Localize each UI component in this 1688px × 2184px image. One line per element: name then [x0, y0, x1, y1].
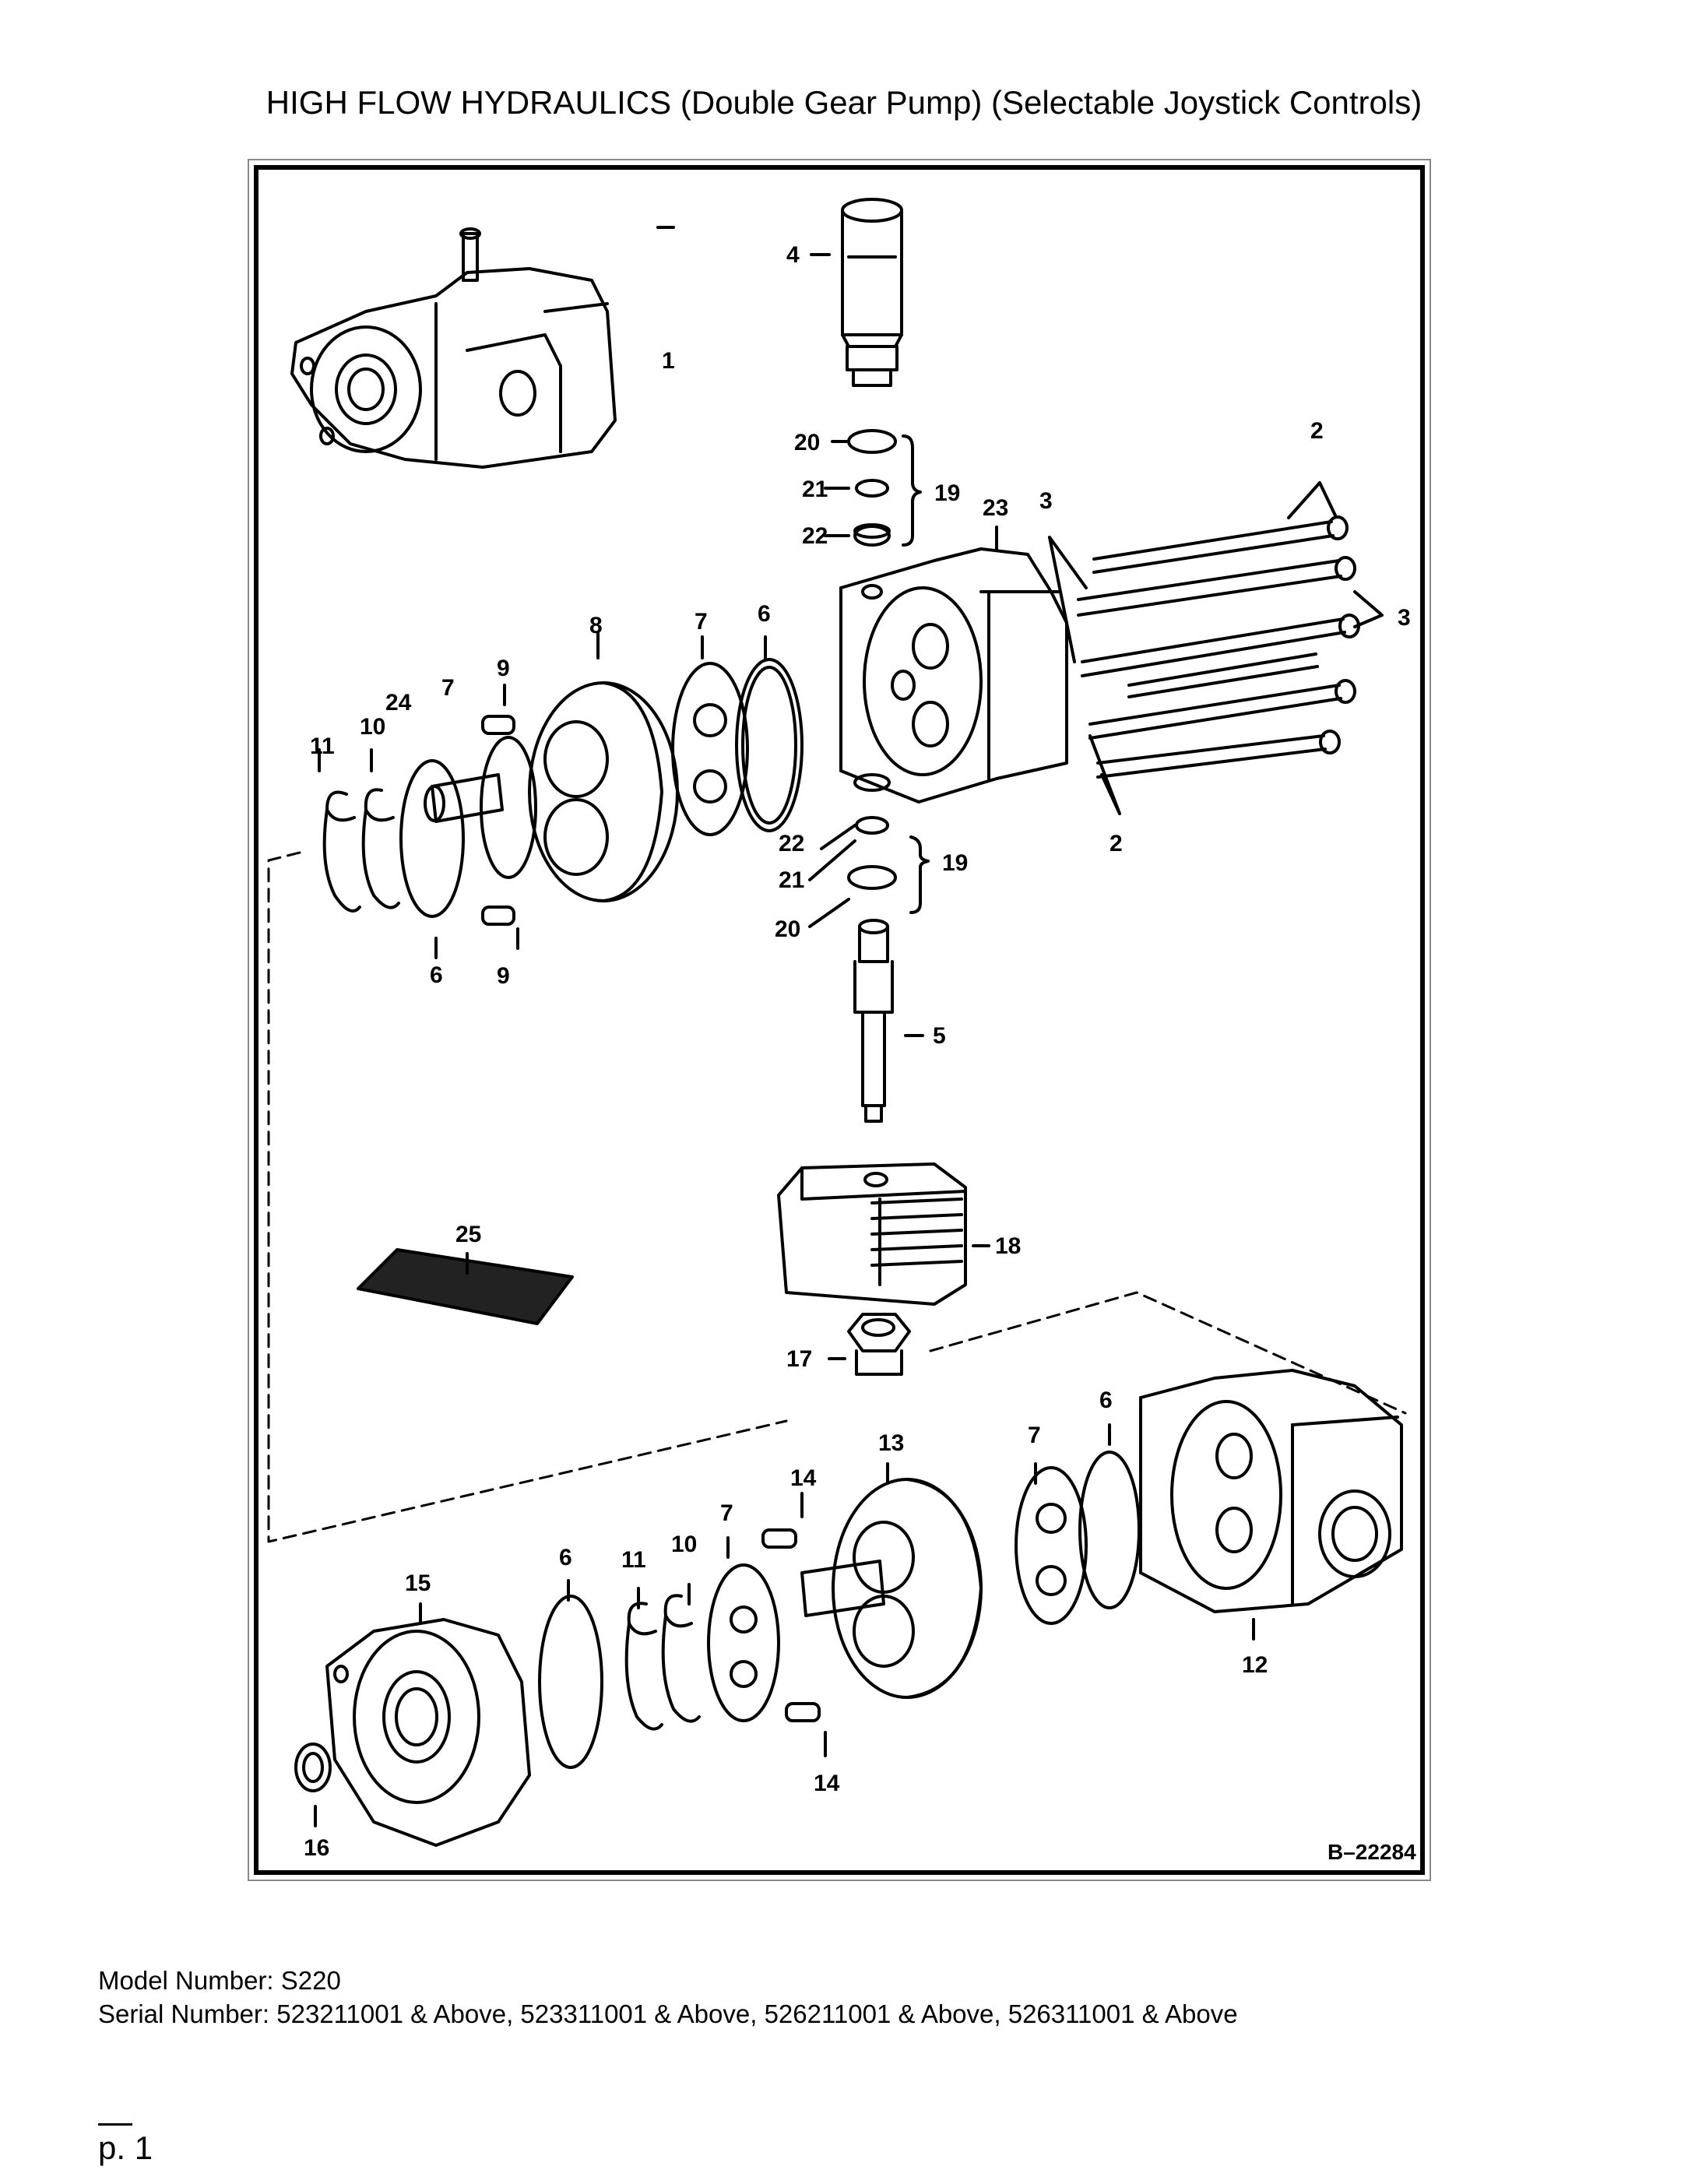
leader-3-left [1048, 536, 1088, 663]
assembled-pump-part-1 [290, 227, 617, 469]
callout-6-front: 6 [430, 962, 443, 988]
callout-21-top: 21 [802, 477, 828, 502]
callout-2-bottom: 2 [1110, 831, 1123, 856]
shaft-part-24 [424, 773, 504, 823]
wear-plate-part-7-lower [480, 736, 537, 879]
callout-18: 18 [995, 1233, 1021, 1259]
callout-11-lower: 11 [621, 1547, 646, 1573]
page-number-rule [98, 2123, 132, 2126]
dowel-pin-part-14-bottom [785, 1702, 821, 1722]
callout-14-top: 14 [790, 1465, 817, 1491]
callout-7-front: 7 [441, 675, 455, 701]
callout-16: 16 [304, 1835, 329, 1861]
seal-part-6-front [399, 759, 465, 918]
nut-part-17 [847, 1313, 911, 1376]
seal-part-11-lower [624, 1602, 663, 1731]
shaft-seal-part-16 [294, 1743, 332, 1792]
dowel-pin-part-14-top [761, 1528, 797, 1549]
dowel-pin-part-9-bottom [481, 906, 515, 926]
callout-6-lower-right: 6 [1099, 1387, 1113, 1413]
diagram-frame-outer [248, 159, 1431, 1881]
callout-5: 5 [933, 1023, 946, 1049]
seal-part-11-upper [322, 790, 361, 913]
callout-11-upper: 11 [310, 733, 335, 759]
dowel-pin-part-9-top [481, 715, 515, 735]
backup-ring-part-22-lower [853, 773, 891, 792]
callout-22-top: 22 [802, 523, 828, 549]
seal-part-6-upper [735, 658, 804, 832]
serial-number: Serial Number: 523211001 & Above, 523311… [98, 1999, 1238, 2028]
bracket-19-top [902, 434, 922, 547]
callout-3-left: 3 [1039, 488, 1053, 514]
seal-part-6-lower-left [538, 1595, 603, 1769]
callout-25: 25 [455, 1222, 481, 1247]
seal-part-6-lower-right [1078, 1451, 1141, 1609]
callout-23: 23 [983, 495, 1008, 521]
o-ring-part-21-lower [855, 816, 889, 835]
callout-1: 1 [662, 348, 675, 374]
callout-19-top: 19 [934, 480, 960, 506]
callout-14-bottom: 14 [814, 1771, 840, 1796]
model-number: Model Number: S220 [98, 1966, 341, 1995]
diagram-frame [254, 165, 1425, 1875]
bolts-parts-2-3 [1077, 515, 1360, 779]
o-ring-part-20-lower [847, 865, 897, 890]
page-title: HIGH FLOW HYDRAULICS (Double Gear Pump) … [266, 84, 1422, 121]
callout-2-top: 2 [1310, 418, 1324, 444]
decal-part-25 [357, 1248, 574, 1325]
solenoid-stem-part-5 [853, 919, 894, 1123]
callout-6-lower-left: 6 [559, 1545, 572, 1570]
callout-10-upper: 10 [360, 714, 385, 740]
callout-17: 17 [786, 1346, 812, 1372]
pump-body-part-12 [1139, 1369, 1403, 1613]
callout-22-bottom: 22 [779, 831, 804, 856]
o-ring-part-20-top [847, 429, 897, 454]
callout-7-lower-left: 7 [720, 1500, 733, 1526]
callout-13: 13 [878, 1430, 904, 1456]
leader-2-top [1287, 481, 1337, 519]
callout-20-top: 20 [794, 430, 820, 455]
bracket-19-lower [909, 835, 930, 914]
callout-19-bottom: 19 [942, 850, 968, 876]
drive-shaft-part-13 [800, 1560, 885, 1617]
valve-cartridge-part-4 [841, 198, 903, 387]
callout-7-upper: 7 [695, 609, 708, 635]
callout-6-upper: 6 [758, 601, 771, 627]
o-ring-part-21-top [855, 479, 889, 498]
callout-7-lower-right: 7 [1028, 1423, 1041, 1448]
callout-24: 24 [385, 690, 412, 716]
seal-part-10-upper [361, 788, 400, 909]
assembly-dash-lines [267, 851, 1407, 1543]
callout-9-top: 9 [497, 656, 510, 681]
coil-part-18 [777, 1162, 967, 1306]
callout-21-bottom: 21 [779, 867, 804, 893]
seal-part-10-lower [661, 1594, 701, 1723]
pump-body-part-23 [839, 547, 1068, 804]
callout-12: 12 [1242, 1652, 1268, 1678]
leader-2-bottom [1088, 734, 1121, 815]
wear-plate-part-7-lower-left [707, 1563, 780, 1722]
callout-4: 4 [786, 242, 800, 268]
callout-9-bottom: 9 [497, 963, 510, 989]
callout-8: 8 [589, 613, 603, 638]
callout-10-lower: 10 [671, 1532, 697, 1557]
flange-cover-part-15 [325, 1618, 531, 1847]
callout-20-bottom: 20 [775, 916, 800, 942]
gear-housing-part-8 [528, 681, 679, 902]
gear-housing-part-13 [832, 1478, 983, 1699]
figure-reference: B–22284 [1328, 1840, 1416, 1864]
callout-3-right: 3 [1398, 605, 1411, 631]
page-number: p. 1 [98, 2129, 153, 2166]
wear-plate-part-7-lower-right [1015, 1466, 1088, 1625]
callout-15: 15 [405, 1570, 431, 1596]
leader-3-right [1353, 590, 1384, 628]
